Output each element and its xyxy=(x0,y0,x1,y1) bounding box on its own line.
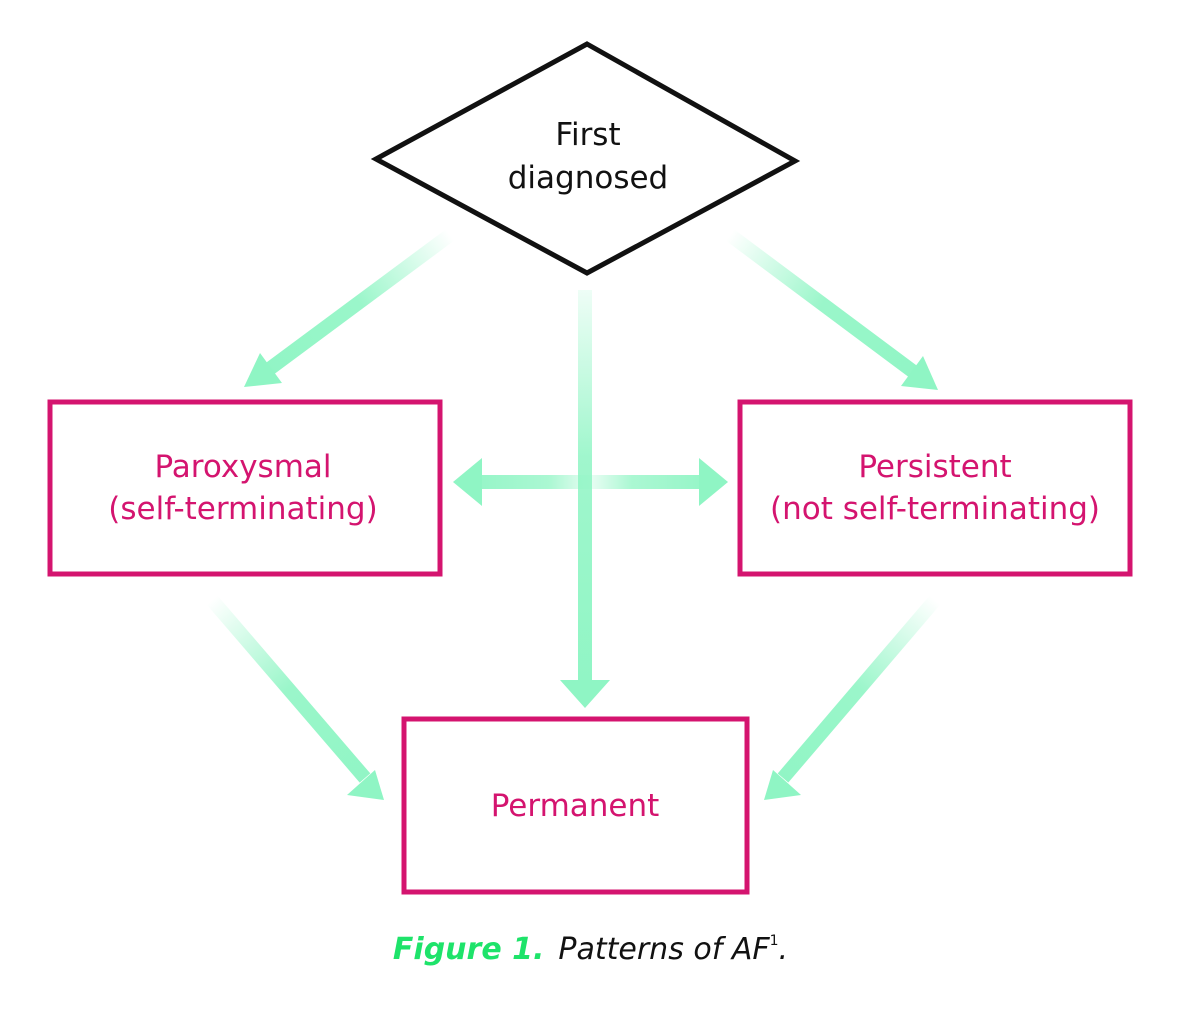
node-paroxysmal: Paroxysmal (self-terminating) xyxy=(47,399,443,577)
first-diagnosed-line2: diagnosed xyxy=(508,160,668,196)
figure-caption: Figure 1. Patterns of AF1. xyxy=(0,932,1181,967)
paroxysmal-box xyxy=(47,399,443,577)
arrow-persistent-to-permanent xyxy=(764,595,941,800)
figure-caption-end: . xyxy=(778,932,789,967)
node-first-diagnosed: First diagnosed xyxy=(370,41,801,276)
figure-caption-reference: 1 xyxy=(769,933,779,949)
paroxysmal-line1: Paroxysmal xyxy=(154,449,331,485)
arrow-first-diagnosed-to-paroxysmal xyxy=(244,229,455,387)
decision-diamond xyxy=(370,41,801,276)
paroxysmal-line2: (self-terminating) xyxy=(108,491,377,527)
permanent-box xyxy=(401,716,750,895)
persistent-box xyxy=(737,399,1133,577)
first-diagnosed-line1: First xyxy=(555,117,620,153)
node-persistent: Persistent (not self-terminating) xyxy=(737,399,1133,577)
figure-label: Figure 1. xyxy=(392,932,545,967)
arrow-paroxysmal-persistent-bidirectional xyxy=(453,458,728,506)
arrow-first-diagnosed-to-persistent xyxy=(725,229,938,390)
persistent-line2: (not self-terminating) xyxy=(770,491,1100,527)
node-permanent: Permanent xyxy=(401,716,750,895)
arrow-first-diagnosed-to-permanent xyxy=(560,290,610,708)
persistent-line1: Persistent xyxy=(858,449,1011,485)
figure-caption-text: Patterns of AF xyxy=(558,932,770,967)
arrow-paroxysmal-to-permanent xyxy=(206,595,384,800)
permanent-label: Permanent xyxy=(491,788,660,824)
